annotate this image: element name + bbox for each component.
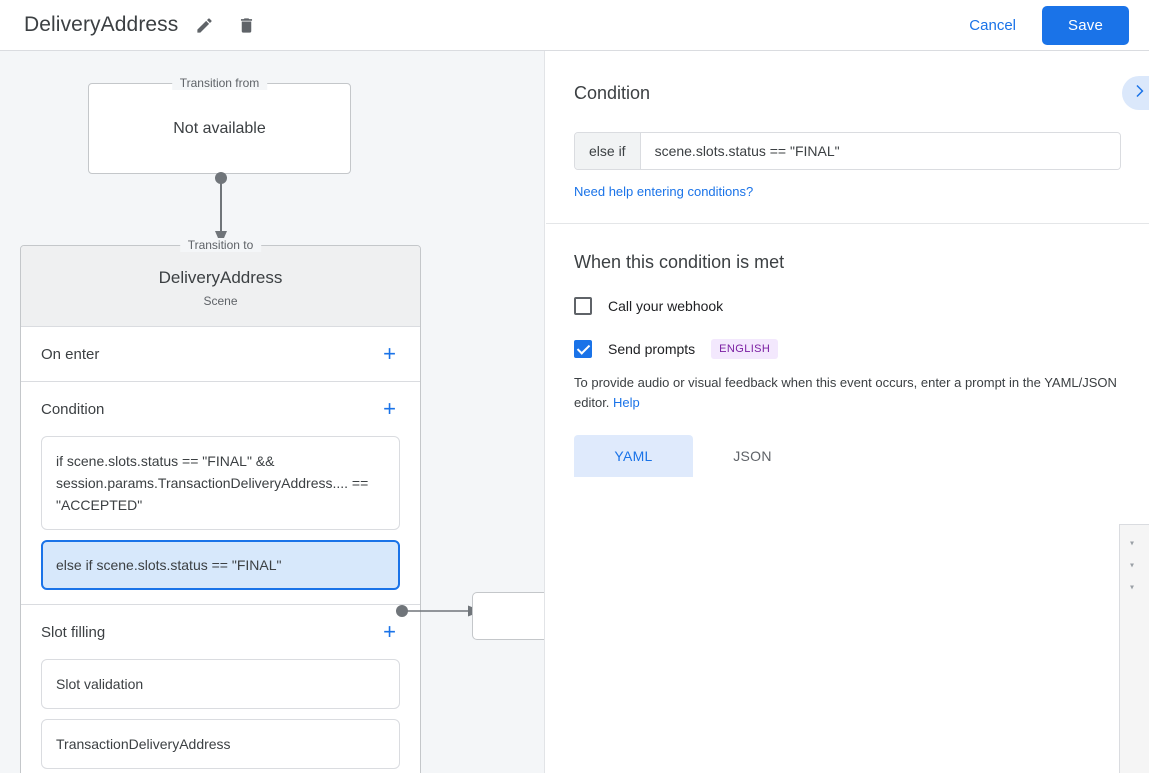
- cancel-button[interactable]: Cancel: [957, 9, 1028, 42]
- editor-tabs: YAML JSON: [574, 435, 1121, 477]
- section-on-enter-title: On enter: [41, 345, 100, 363]
- line-number: 4: [1144, 599, 1149, 621]
- panel-collapse-button[interactable]: [1122, 76, 1149, 110]
- edit-button[interactable]: [188, 9, 220, 41]
- connector-arrow: [213, 171, 229, 252]
- condition-item[interactable]: if scene.slots.status == "FINAL" && sess…: [41, 436, 400, 530]
- section-slot-filling-title: Slot filling: [41, 623, 106, 641]
- line-number: 3: [1144, 577, 1149, 599]
- webhook-label: Call your webhook: [608, 298, 724, 314]
- section-condition-body: if scene.slots.status == "FINAL" && sess…: [41, 436, 400, 604]
- target-node[interactable]: [472, 592, 544, 640]
- send-prompts-checkbox[interactable]: [574, 340, 592, 358]
- condition-edge: [396, 603, 484, 624]
- condition-heading: Condition: [574, 83, 651, 103]
- prompts-helper-body: To provide audio or visual feedback when…: [574, 375, 1117, 410]
- section-condition-title: Condition: [41, 400, 105, 418]
- slot-filling-item[interactable]: TransactionDeliveryAddress: [41, 719, 400, 769]
- add-on-enter-button[interactable]: +: [383, 341, 396, 366]
- when-met-section: When this condition is met Call your web…: [546, 224, 1149, 477]
- transition-from-legend: Transition from: [171, 76, 268, 90]
- add-condition-button[interactable]: +: [383, 396, 396, 421]
- chevron-right-icon: [1130, 82, 1148, 105]
- condition-section: Condition else if Need help entering con…: [546, 51, 1149, 224]
- condition-field-row: else if: [574, 132, 1121, 170]
- section-slot-filling-head: Slot filling +: [41, 605, 400, 659]
- transition-to-title: DeliveryAddress: [158, 268, 283, 287]
- condition-help-link[interactable]: Need help entering conditions?: [574, 184, 754, 199]
- topbar: DeliveryAddress Cancel Save: [0, 0, 1149, 51]
- line-number: 5: [1144, 621, 1149, 643]
- when-met-heading: When this condition is met: [574, 252, 785, 272]
- transition-to-legend: Transition to: [179, 238, 262, 252]
- details-panel: Condition else if Need help entering con…: [546, 51, 1149, 773]
- condition-input[interactable]: [640, 133, 1120, 169]
- fold-marker[interactable]: ▾: [1128, 582, 1136, 593]
- fold-marker: [1120, 599, 1144, 621]
- trash-icon: [237, 16, 256, 35]
- fold-marker[interactable]: ▾: [1128, 538, 1136, 549]
- line-number: 1: [1144, 533, 1149, 555]
- transition-from-node[interactable]: Transition from Not available: [88, 76, 351, 174]
- section-condition: Condition + if scene.slots.status == "FI…: [21, 382, 420, 605]
- section-slot-filling-body: Slot validation TransactionDeliveryAddre…: [41, 659, 400, 773]
- section-condition-head: Condition +: [41, 382, 400, 436]
- send-prompts-row[interactable]: Send prompts ENGLISH: [574, 339, 1121, 359]
- section-slot-filling: Slot filling + Slot validation Transacti…: [21, 605, 420, 773]
- webhook-checkbox[interactable]: [574, 297, 592, 315]
- language-badge: ENGLISH: [711, 339, 779, 359]
- slot-filling-item[interactable]: Slot validation: [41, 659, 400, 709]
- section-on-enter: On enter +: [21, 327, 420, 382]
- prompts-help-link[interactable]: Help: [613, 395, 640, 410]
- prompts-helper-text: To provide audio or visual feedback when…: [574, 373, 1121, 413]
- condition-prefix: else if: [575, 133, 641, 169]
- save-button[interactable]: Save: [1042, 5, 1129, 45]
- fold-gutter: ▾ ▾ ▾: [1120, 525, 1144, 773]
- tab-json[interactable]: JSON: [733, 448, 772, 464]
- send-prompts-label: Send prompts: [608, 341, 696, 357]
- flow-canvas[interactable]: Transition from Not available Transition…: [0, 51, 545, 773]
- transition-from-value: Not available: [173, 119, 266, 137]
- code-editor[interactable]: ▾ ▾ ▾ 1 2 3 4 5 candidates: - first_simp…: [1119, 524, 1149, 773]
- fold-marker: [1120, 621, 1144, 643]
- transition-to-header[interactable]: DeliveryAddress Scene: [21, 246, 420, 327]
- transition-to-subtitle: Scene: [203, 294, 238, 308]
- section-on-enter-head: On enter +: [41, 327, 400, 381]
- page-title: DeliveryAddress: [24, 13, 179, 36]
- add-slot-filling-button[interactable]: +: [383, 619, 396, 644]
- line-number: 2: [1144, 555, 1149, 577]
- webhook-row[interactable]: Call your webhook: [574, 297, 1121, 315]
- fold-marker[interactable]: ▾: [1128, 560, 1136, 571]
- line-number-gutter: 1 2 3 4 5: [1144, 525, 1149, 773]
- delete-button[interactable]: [230, 9, 262, 41]
- tab-yaml[interactable]: YAML: [574, 435, 693, 477]
- transition-to-node: Transition to DeliveryAddress Scene On e…: [20, 238, 421, 773]
- pencil-icon: [195, 16, 214, 35]
- condition-item-selected[interactable]: else if scene.slots.status == "FINAL": [41, 540, 400, 590]
